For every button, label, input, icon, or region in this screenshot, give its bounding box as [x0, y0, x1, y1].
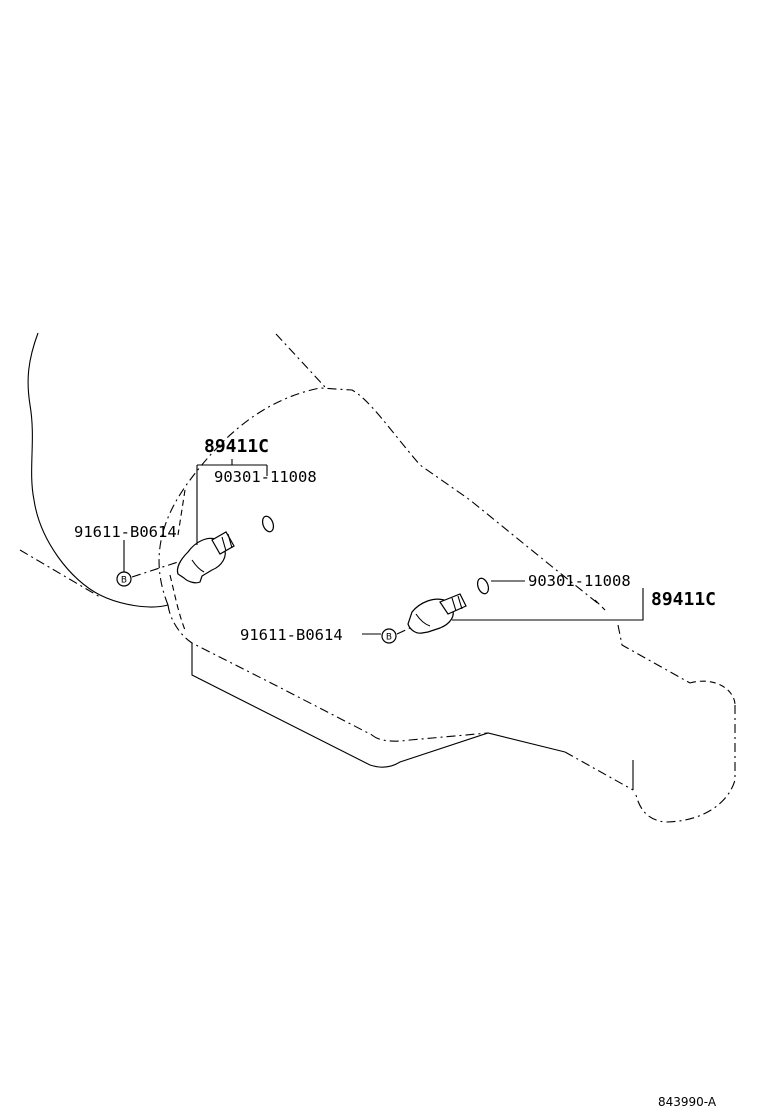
leader-sensor-upper — [196, 459, 268, 545]
o-ring-upper[interactable] — [261, 515, 276, 533]
leader-bolt-upper-axis — [131, 561, 179, 578]
label-oring-lower[interactable]: 90301-11008 — [528, 572, 631, 590]
bolt-lower[interactable]: B — [381, 628, 397, 644]
illustration-number: 843990-A — [658, 1095, 717, 1109]
label-oring-upper[interactable]: 90301-11008 — [214, 468, 317, 486]
label-sensor-lower[interactable]: 89411C — [651, 589, 716, 610]
lower-sensor-group: B — [362, 577, 644, 644]
leader-sensor-lower — [452, 588, 644, 621]
o-ring-lower[interactable] — [476, 577, 491, 595]
label-bolt-upper[interactable]: 91611-B0614 — [74, 523, 177, 541]
label-sensor-upper[interactable]: 89411C — [204, 436, 269, 457]
speed-sensor-upper[interactable] — [176, 531, 235, 584]
housing-outline — [19, 332, 736, 823]
speed-sensor-lower[interactable] — [407, 593, 467, 634]
bolt-lower-marker: B — [386, 633, 392, 643]
bolt-upper[interactable]: B — [116, 571, 132, 587]
label-bolt-lower[interactable]: 91611-B0614 — [240, 626, 343, 644]
upper-sensor-group: B — [116, 459, 276, 587]
bolt-upper-marker: B — [121, 576, 127, 586]
leader-bolt-lower-axis — [396, 627, 411, 635]
